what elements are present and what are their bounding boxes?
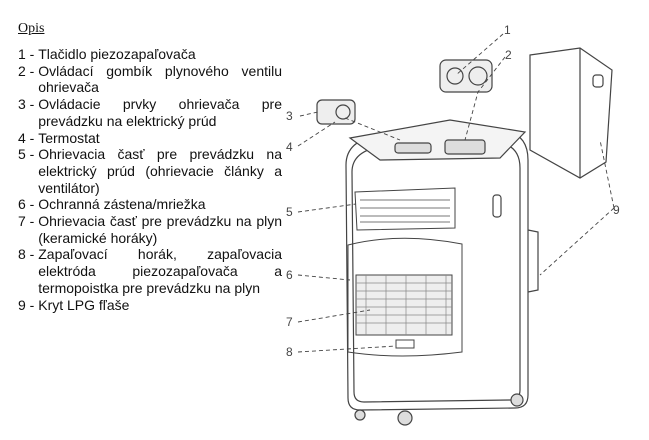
item-number: 2 - bbox=[18, 62, 39, 79]
list-item: 6 - Ochranná zástena/mriežka bbox=[18, 196, 282, 213]
list-item: 9 - Kryt LPG fľaše bbox=[18, 297, 282, 314]
label-3: 3 bbox=[286, 109, 293, 123]
leader-lines bbox=[297, 33, 615, 353]
item-text: Ovládací gombík plynového ventilu ohriev… bbox=[38, 62, 282, 96]
section-title: Opis bbox=[18, 21, 45, 36]
item-number: 7 - bbox=[18, 213, 39, 230]
item-text: Ovládacie prvky ohrievača pre prevádzku … bbox=[38, 96, 282, 129]
list-item: 5 - Ohrievacia časť pre prevádzku na ele… bbox=[18, 146, 282, 196]
item-text: Ochranná zástena/mriežka bbox=[38, 196, 206, 213]
label-6: 6 bbox=[286, 268, 293, 282]
item-number: 6 - bbox=[18, 196, 39, 213]
item-text: Termostat bbox=[38, 129, 100, 146]
item-number: 9 - bbox=[18, 296, 39, 313]
label-2: 2 bbox=[505, 48, 512, 62]
item-text: Zapaľovací horák, zapaľovacia elektróda … bbox=[38, 246, 282, 296]
item-number: 8 - bbox=[18, 246, 39, 263]
list-item: 8 - Zapaľovací horák, zapaľovacia elektr… bbox=[18, 246, 282, 296]
wheels bbox=[354, 393, 524, 426]
item-number: 1 - bbox=[18, 46, 39, 62]
heater-diagram: 1 2 3 4 5 6 7 8 9 bbox=[286, 23, 620, 426]
label-8: 8 bbox=[286, 345, 293, 359]
list-item: 4 - Termostat bbox=[18, 130, 282, 147]
gas-burner-guard bbox=[347, 237, 463, 357]
item-text: Kryt LPG fľaše bbox=[38, 296, 130, 313]
list-item: 1 - Tlačidlo piezozapaľovača bbox=[18, 46, 282, 63]
lpg-cover bbox=[527, 47, 613, 293]
item-number: 3 - bbox=[18, 96, 39, 113]
list-item: 7 - Ohrievacia časť pre prevádzku na ply… bbox=[18, 213, 282, 246]
label-7: 7 bbox=[286, 315, 293, 329]
item-number: 4 - bbox=[18, 129, 39, 146]
control-knobs bbox=[316, 59, 493, 125]
label-1: 1 bbox=[504, 23, 511, 37]
item-number: 5 - bbox=[18, 146, 39, 163]
parts-list: 1 - Tlačidlo piezozapaľovača 2 - Ovládac… bbox=[18, 46, 282, 313]
electric-heating-grille bbox=[354, 187, 456, 231]
label-5: 5 bbox=[286, 205, 293, 219]
label-4: 4 bbox=[286, 140, 293, 154]
item-text: Ohrievacia časť pre prevádzku na elektri… bbox=[38, 146, 282, 196]
list-item: 2 - Ovládací gombík plynového ventilu oh… bbox=[18, 63, 282, 96]
label-9: 9 bbox=[613, 203, 620, 217]
heater-body bbox=[345, 119, 529, 411]
item-text: Tlačidlo piezozapaľovača bbox=[38, 46, 196, 62]
list-item: 3 - Ovládacie prvky ohrievača pre prevád… bbox=[18, 96, 282, 129]
item-text: Ohrievacia časť pre prevádzku na plyn (k… bbox=[38, 213, 282, 246]
